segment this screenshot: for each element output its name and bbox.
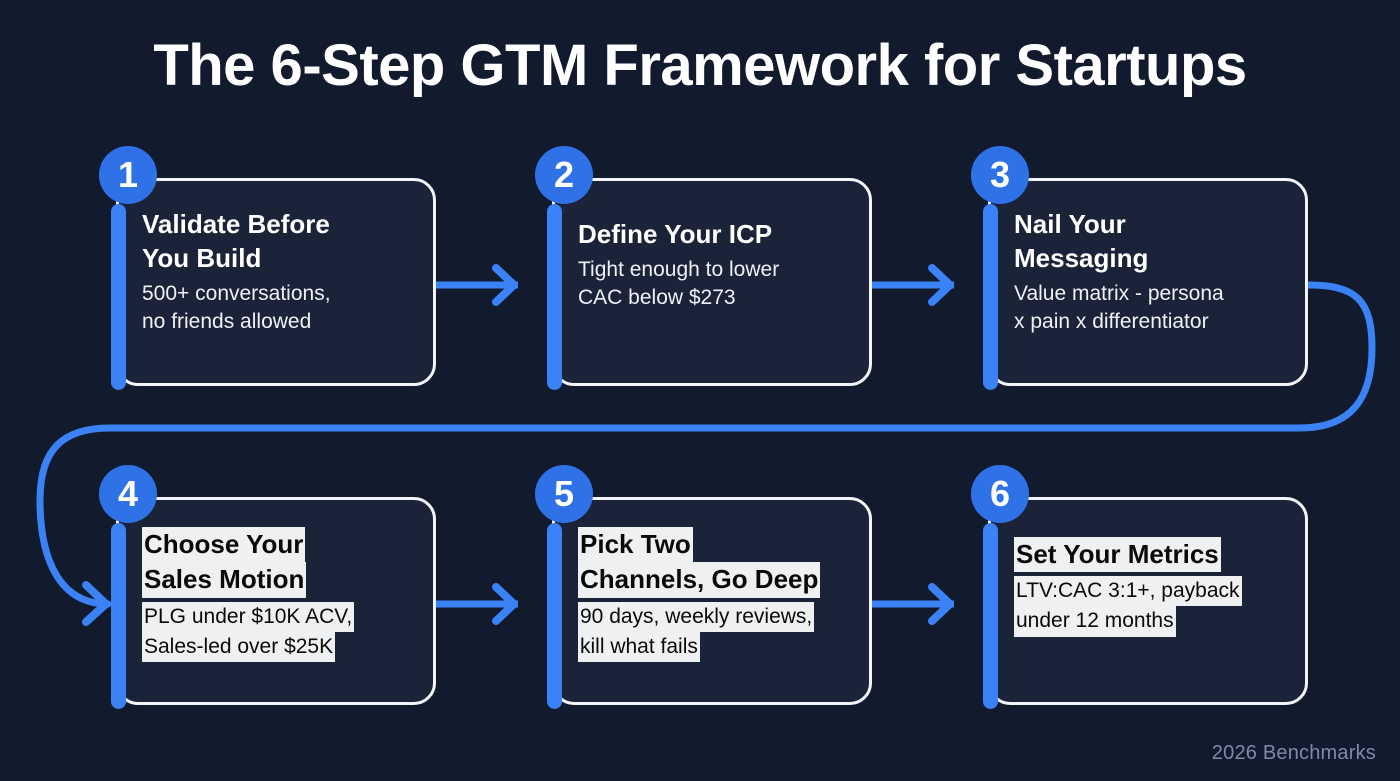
step-desc-2-line-2: CAC below $273: [578, 286, 736, 310]
step-desc-4-line-1: PLG under $10K ACV,: [142, 601, 355, 632]
arrow-step2-to-step3: [872, 264, 954, 306]
arrow-step1-to-step2: [436, 264, 518, 306]
step-desc-3-line-1: Value matrix - persona: [1014, 281, 1224, 305]
step-number-badge-3: 3: [971, 146, 1029, 204]
step-card-5[interactable]: 5 Pick Two Channels, Go Deep 90 days, we…: [532, 465, 872, 709]
step-title-1: Validate Before You Build: [142, 208, 428, 276]
step-card-5-accent-bar: [547, 523, 562, 709]
step-title-5-line-1: Pick Two: [578, 527, 693, 563]
step-desc-2: Tight enough to lower CAC below $273: [578, 256, 864, 313]
step-card-3[interactable]: 3 Nail Your Messaging Value matrix - per…: [968, 146, 1308, 390]
step-card-4-body: Choose Your Sales Motion PLG under $10K …: [142, 527, 428, 662]
step-desc-5: 90 days, weekly reviews, kill what fails: [578, 601, 864, 662]
step-title-3-line-2: Messaging: [1014, 242, 1149, 273]
step-card-4[interactable]: 4 Choose Your Sales Motion PLG under $10…: [96, 465, 436, 709]
step-card-6-accent-bar: [983, 523, 998, 709]
step-card-1-accent-bar: [111, 204, 126, 390]
step-title-4-line-1: Choose Your: [142, 527, 306, 563]
step-desc-5-line-2: kill what fails: [578, 631, 700, 662]
step-desc-2-line-1: Tight enough to lower: [578, 257, 780, 281]
step-card-3-accent-bar: [983, 204, 998, 390]
step-desc-4-line-2: Sales-led over $25K: [142, 631, 336, 662]
step-card-2[interactable]: 2 Define Your ICP Tight enough to lower …: [532, 146, 872, 390]
step-number-badge-2: 2: [535, 146, 593, 204]
footer-note: 2026 Benchmarks: [1211, 742, 1376, 764]
step-title-3-line-1: Nail Your: [1014, 209, 1126, 239]
step-title-5-line-2: Channels, Go Deep: [578, 562, 821, 598]
step-desc-6-line-2: under 12 months: [1014, 606, 1176, 637]
step-desc-5-line-1: 90 days, weekly reviews,: [578, 601, 815, 632]
step-title-2: Define Your ICP: [578, 218, 864, 252]
step-number-badge-5: 5: [535, 465, 593, 523]
step-desc-3: Value matrix - persona x pain x differen…: [1014, 280, 1300, 337]
step-title-6: Set Your Metrics: [1014, 537, 1300, 573]
step-desc-6-line-1: LTV:CAC 3:1+, payback: [1014, 576, 1242, 607]
step-card-6[interactable]: 6 Set Your Metrics LTV:CAC 3:1+, payback…: [968, 465, 1308, 709]
step-desc-1: 500+ conversations, no friends allowed: [142, 280, 428, 337]
step-title-2-line-1: Define Your ICP: [578, 219, 773, 249]
step-desc-4: PLG under $10K ACV, Sales-led over $25K: [142, 601, 428, 662]
step-card-1-body: Validate Before You Build 500+ conversat…: [142, 208, 428, 336]
step-desc-1-line-1: 500+ conversations,: [142, 281, 331, 305]
step-card-1[interactable]: 1 Validate Before You Build 500+ convers…: [96, 146, 436, 390]
step-card-3-body: Nail Your Messaging Value matrix - perso…: [1014, 208, 1300, 336]
step-title-3: Nail Your Messaging: [1014, 208, 1300, 276]
step-number-badge-4: 4: [99, 465, 157, 523]
step-card-6-body: Set Your Metrics LTV:CAC 3:1+, payback u…: [1014, 537, 1300, 637]
step-number-badge-6: 6: [971, 465, 1029, 523]
step-title-5: Pick Two Channels, Go Deep: [578, 527, 864, 598]
step-card-2-body: Define Your ICP Tight enough to lower CA…: [578, 218, 864, 312]
arrow-step4-to-step5: [436, 583, 518, 625]
step-number-badge-1: 1: [99, 146, 157, 204]
step-desc-6: LTV:CAC 3:1+, payback under 12 months: [1014, 576, 1300, 637]
arrow-step5-to-step6: [872, 583, 954, 625]
step-title-4: Choose Your Sales Motion: [142, 527, 428, 598]
step-card-2-accent-bar: [547, 204, 562, 390]
step-title-1-line-2: You Build: [142, 242, 262, 273]
step-card-2-surface: [552, 178, 872, 386]
step-title-1-line-1: Validate Before: [142, 209, 330, 239]
step-card-4-accent-bar: [111, 523, 126, 709]
step-title-4-line-2: Sales Motion: [142, 562, 307, 598]
step-desc-3-line-2: x pain x differentiator: [1014, 309, 1209, 333]
step-desc-1-line-2: no friends allowed: [142, 309, 312, 333]
page-title: The 6-Step GTM Framework for Startups: [153, 33, 1247, 98]
step-title-6-line-1: Set Your Metrics: [1014, 537, 1221, 573]
step-card-1-surface: [116, 178, 436, 386]
step-card-5-body: Pick Two Channels, Go Deep 90 days, week…: [578, 527, 864, 662]
